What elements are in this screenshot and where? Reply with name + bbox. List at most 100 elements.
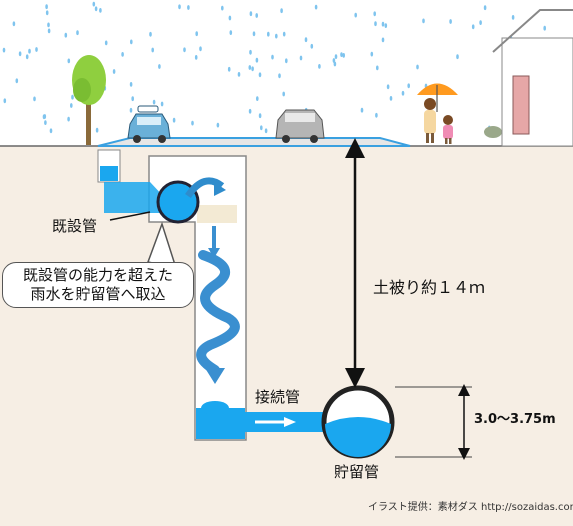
rain-drop-icon: [35, 47, 38, 52]
rain-drop-icon: [260, 125, 263, 131]
rain-drop-icon: [2, 47, 6, 53]
rain-drop-icon: [374, 21, 377, 27]
inlet-water: [100, 166, 118, 181]
rain-drop-icon: [99, 7, 102, 13]
rain-drop-icon: [227, 66, 231, 72]
road: [97, 137, 411, 147]
rain-drop-icon: [282, 91, 286, 97]
rain-drop-icon: [158, 64, 161, 69]
rain-drop-icon: [267, 31, 270, 37]
rain-drop-icon: [314, 4, 318, 10]
rain-drop-icon: [18, 51, 22, 57]
house-icon: [492, 9, 573, 147]
rain-drop-icon: [3, 98, 7, 104]
rain-drop-icon: [248, 65, 252, 70]
rain-drop-icon: [449, 19, 452, 24]
rain-drop-icon: [471, 24, 475, 30]
taxi-icon: [127, 105, 171, 143]
rain-drop-icon: [104, 40, 108, 46]
rain-drop-icon: [33, 96, 36, 102]
rain-drop-icon: [299, 55, 303, 61]
rain-drop-icon: [255, 96, 259, 101]
rain-drop-icon: [15, 78, 19, 84]
rain-drop-icon: [28, 48, 31, 54]
rain-drop-icon: [318, 64, 321, 69]
rain-drop-icon: [373, 11, 377, 17]
rain-drop-icon: [70, 103, 73, 108]
rain-drop-icon: [271, 54, 274, 60]
inflow-stream: [104, 182, 165, 213]
rain-drop-icon: [67, 116, 70, 122]
rain-drop-icon: [381, 21, 385, 27]
rain-drop-icon: [191, 120, 194, 126]
umbrella-icon: [417, 83, 458, 112]
rain-drop-icon: [47, 22, 50, 28]
rain-drop-icon: [310, 43, 314, 49]
rain-drop-icon: [45, 4, 48, 10]
rain-drop-icon: [264, 128, 268, 134]
rain-drop-icon: [172, 117, 176, 123]
rain-drop-icon: [251, 66, 254, 72]
rain-drop-icon: [121, 52, 124, 57]
rain-drop-icon: [255, 57, 259, 63]
rain-drop-icon: [183, 47, 186, 53]
rain-drop-icon: [94, 6, 98, 12]
rain-drop-icon: [112, 69, 116, 74]
rain-drop-icon: [92, 1, 96, 7]
rain-drop-icon: [229, 30, 233, 35]
rain-drop-icon: [354, 12, 358, 18]
rain-drop-icon: [422, 18, 425, 24]
rain-drop-icon: [152, 99, 156, 105]
spiral-flow-arrow: [196, 226, 240, 384]
rain-drop-icon: [258, 72, 262, 78]
rain-drop-icon: [25, 54, 29, 60]
rain-drop-icon: [64, 32, 68, 38]
callout-bubble: 既設管の能力を超えた 雨水を貯留管へ取込: [2, 262, 194, 308]
callout-line1: 既設管の能力を超えた: [22, 266, 173, 284]
rain-drop-icon: [360, 107, 364, 113]
pedestrians: [424, 98, 453, 144]
car-icon: [275, 109, 325, 143]
rain-drop-icon: [44, 120, 47, 125]
rain-drop-icon: [249, 11, 253, 17]
rain-drop-icon: [216, 122, 220, 128]
rain-drop-icon: [160, 101, 164, 107]
rain-drop-icon: [237, 72, 241, 77]
rain-drop-icon: [228, 15, 232, 21]
rain-drop-icon: [249, 49, 252, 55]
ground: [0, 146, 573, 526]
rain-drop-icon: [151, 47, 154, 53]
tree-icon: [72, 55, 106, 145]
existing-pipe-label: 既設管: [52, 217, 98, 235]
rain-drop-icon: [71, 94, 74, 100]
rain-drop-icon: [195, 31, 198, 37]
diameter-dimension: [395, 384, 472, 460]
rain-drop-icon: [49, 128, 53, 134]
rain-drop-icon: [416, 64, 419, 70]
rain-drop-icon: [278, 73, 281, 79]
rain-drop-icon: [187, 5, 190, 10]
callout-line2: 雨水を貯留管へ取込: [30, 285, 166, 303]
rain-drop-icon: [376, 65, 379, 71]
rain-drop-icon: [130, 39, 133, 45]
rain-drop-icon: [304, 37, 308, 43]
rain-drop-icon: [199, 46, 202, 52]
rain-drop-icon: [543, 25, 546, 31]
rain-drop-icon: [389, 96, 393, 101]
cover-depth-label: 土被り約１４ｍ: [373, 278, 486, 297]
rain-drop-icon: [340, 52, 343, 57]
rain-drop-icon: [47, 28, 51, 34]
bush: [484, 126, 502, 138]
shaft-cap: [197, 205, 237, 223]
connecting-pipe-label: 接続管: [255, 388, 301, 406]
rain-drop-icon: [511, 15, 515, 20]
rain-drop-icon: [456, 54, 459, 60]
rain-drop-icon: [401, 90, 405, 96]
storage-pipe-label: 貯留管: [334, 463, 380, 481]
rain-drop-icon: [384, 23, 388, 28]
credit-text: イラスト提供：素材ダス http://sozaidas.com/: [368, 502, 573, 513]
rain-drop-icon: [407, 83, 411, 89]
rain-drop-icon: [252, 31, 256, 37]
rain-drop-icon: [42, 114, 46, 120]
